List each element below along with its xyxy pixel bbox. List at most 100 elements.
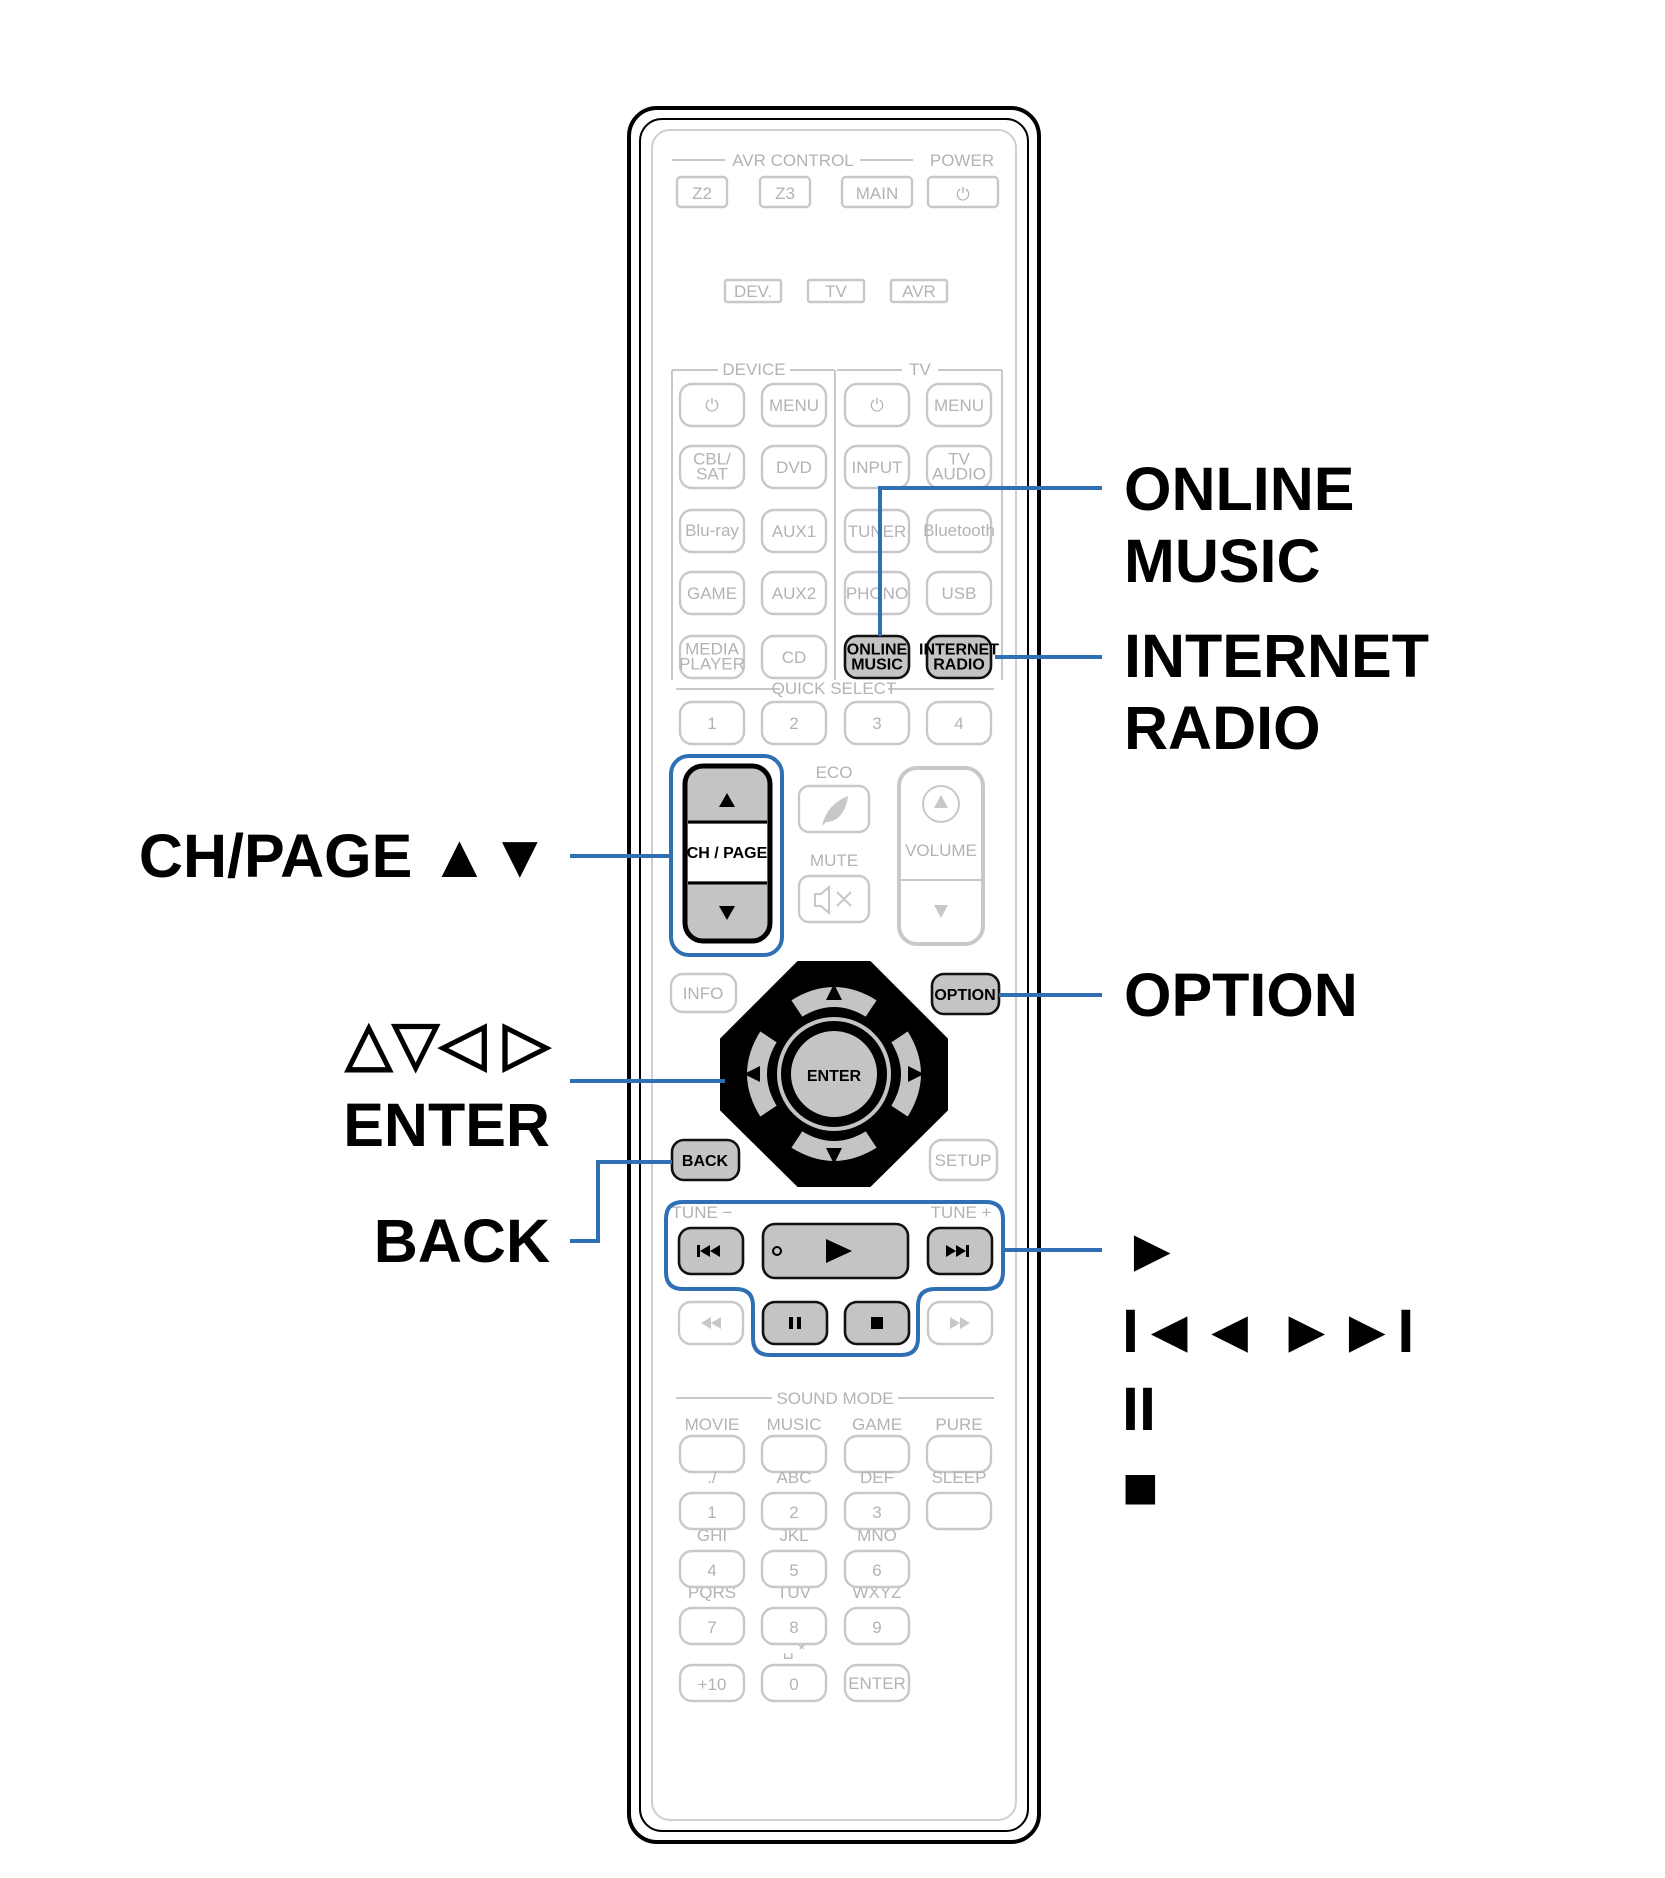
device-menu-button[interactable]: MENU (760, 382, 828, 428)
keypad-0-button[interactable]: 0 (760, 1663, 828, 1703)
sound-mode-music-label: MUSIC (767, 1415, 822, 1434)
1-button[interactable]: 1 (678, 700, 746, 746)
cursor-right-icon[interactable] (908, 1066, 924, 1082)
power-label: POWER (930, 151, 994, 170)
keypad-letters: DEF (860, 1468, 894, 1487)
button-label: TUNER (848, 522, 907, 541)
sound-mode-music-button[interactable] (760, 1434, 828, 1474)
avr-mode-button[interactable]: AVR (889, 278, 949, 304)
blu-ray-button[interactable]: Blu-ray (678, 508, 746, 554)
volume-button[interactable]: VOLUME (897, 766, 985, 946)
mute-button[interactable] (797, 874, 871, 924)
callout-enter: ENTER (343, 1091, 550, 1159)
z2-button[interactable]: Z2 (675, 175, 729, 209)
keypad-letters: JKL (779, 1526, 808, 1545)
aux1-button[interactable]: AUX1 (760, 508, 828, 554)
tv-section-label: TV (909, 360, 931, 379)
info-button[interactable]: INFO (669, 972, 738, 1014)
keypad-2-button[interactable]: 2 (760, 1491, 828, 1531)
rewind-icon (701, 1317, 711, 1329)
game-button[interactable]: GAME (678, 570, 746, 616)
keypad-letters: ABC (777, 1468, 812, 1487)
eco-button[interactable] (797, 784, 871, 834)
sound-mode-game-button[interactable] (843, 1434, 911, 1474)
sound-mode-movie-button[interactable] (678, 1434, 746, 1474)
sleep-button[interactable] (925, 1491, 993, 1531)
callout-internet-radio-line2: RADIO (1124, 694, 1321, 762)
stop-button[interactable] (843, 1300, 911, 1346)
keypad-9-button[interactable]: 9 (843, 1606, 911, 1646)
button-label: CBL/ (693, 450, 731, 469)
ch-page-button[interactable]: CH / PAGE (682, 763, 773, 944)
button-label: 4 (954, 714, 963, 733)
button-label: ENTER (848, 1674, 906, 1693)
svg-text:BACK: BACK (682, 1153, 729, 1170)
button-label: Blu-ray (685, 521, 739, 540)
device-power-button[interactable]: ⏻ (678, 382, 746, 428)
keypad-5-button[interactable]: 5 (760, 1549, 828, 1589)
bluetooth-button[interactable]: Bluetooth (923, 508, 995, 554)
cursor-up-icon[interactable] (826, 984, 842, 1000)
keypad-3-button[interactable]: 3 (843, 1491, 911, 1531)
svg-text:SETUP: SETUP (935, 1151, 992, 1170)
2-button[interactable]: 2 (760, 700, 828, 746)
keypad-10-button[interactable]: +10 (678, 1663, 746, 1703)
stop-icon (871, 1317, 883, 1329)
button-label: 3 (872, 1503, 881, 1522)
button-label: 8 (789, 1618, 798, 1637)
enter-button[interactable]: ENTER (807, 1068, 862, 1085)
phono-button[interactable]: PHONO (843, 570, 911, 616)
cursor-left-icon[interactable] (744, 1066, 760, 1082)
keypad-8-button[interactable]: 8 (760, 1606, 828, 1646)
cursor-down-icon[interactable] (826, 1148, 842, 1164)
keypad-7-button[interactable]: 7 (678, 1606, 746, 1646)
tv-mode-button[interactable]: TV (806, 278, 866, 304)
power-button[interactable]: ⏻ (926, 175, 1000, 209)
button-label: PLAYER (679, 655, 745, 674)
dvd-button[interactable]: DVD (760, 444, 828, 490)
cd-button[interactable]: CD (760, 634, 828, 680)
tuner-button[interactable]: TUNER (843, 508, 911, 554)
skip-forward-button[interactable] (926, 1226, 994, 1276)
back-button[interactable]: BACK (670, 1138, 741, 1182)
button-label: DVD (776, 458, 812, 477)
keypad-1-button[interactable]: 1 (678, 1491, 746, 1531)
4-button[interactable]: 4 (925, 700, 993, 746)
skip-back-button[interactable] (677, 1226, 745, 1276)
tv-power-button[interactable]: ⏻ (843, 382, 911, 428)
tv-menu-button[interactable]: MENU (925, 382, 993, 428)
fast-forward-button[interactable] (926, 1300, 994, 1346)
rewind-button[interactable] (677, 1300, 745, 1346)
usb-button[interactable]: USB (925, 570, 993, 616)
cursor-pad[interactable] (720, 961, 948, 1187)
setup-button[interactable]: SETUP (928, 1138, 999, 1182)
keypad-4-button[interactable]: 4 (678, 1549, 746, 1589)
play-button[interactable] (761, 1222, 910, 1280)
button-label: AUX2 (772, 584, 816, 603)
sound-mode-movie-label: MOVIE (685, 1415, 740, 1434)
aux2-button[interactable]: AUX2 (760, 570, 828, 616)
button-label: 1 (707, 1503, 716, 1522)
keypad-letters: GHI (697, 1526, 727, 1545)
sound-mode-pure-button[interactable] (925, 1434, 993, 1474)
pause-button[interactable] (761, 1300, 829, 1346)
keypad-enter-button[interactable]: ENTER (843, 1663, 911, 1703)
z3-button[interactable]: Z3 (758, 175, 812, 209)
3-button[interactable]: 3 (843, 700, 911, 746)
keypad-letters: ./ (707, 1468, 717, 1487)
dev-mode-button[interactable]: DEV. (723, 278, 783, 304)
input-button[interactable]: INPUT (843, 444, 911, 490)
cbl-sat-button[interactable]: CBL/SAT (678, 444, 746, 490)
button-label: AUX1 (772, 522, 816, 541)
sound-mode-label: SOUND MODE (776, 1389, 893, 1408)
svg-text:TV: TV (825, 282, 847, 301)
keypad-6-button[interactable]: 6 (843, 1549, 911, 1589)
option-button[interactable]: OPTION (930, 972, 1001, 1016)
main-button[interactable]: MAIN (840, 175, 914, 209)
